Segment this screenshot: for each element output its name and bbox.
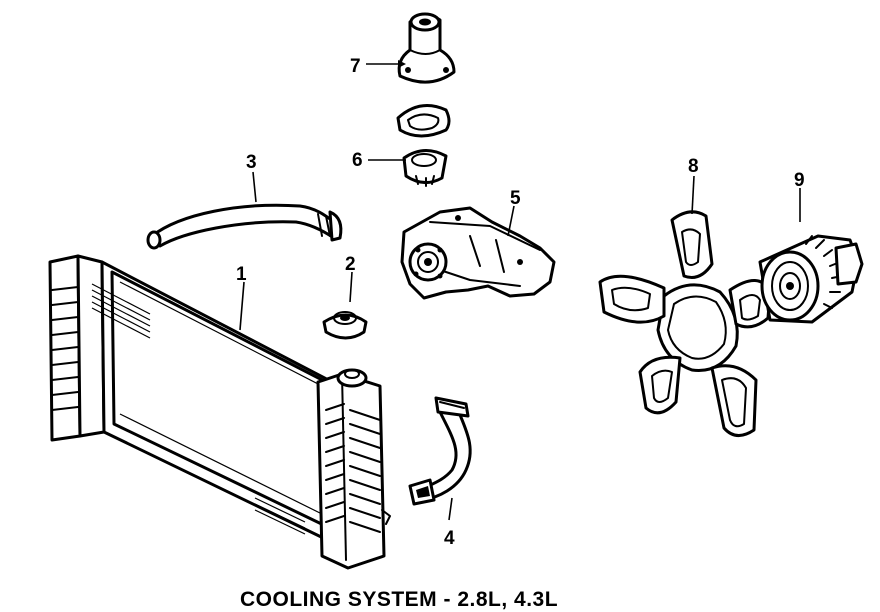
callout-4: 4 bbox=[444, 528, 455, 549]
lower-hose-icon bbox=[408, 396, 472, 506]
diagram-title: COOLING SYSTEM - 2.8L, 4.3L bbox=[240, 588, 558, 611]
leader-lines bbox=[239, 60, 801, 521]
callout-9: 9 bbox=[794, 170, 805, 191]
callout-8: 8 bbox=[688, 156, 699, 177]
fan-clutch-icon bbox=[758, 234, 864, 324]
callout-1: 1 bbox=[236, 264, 247, 285]
callout-3: 3 bbox=[246, 152, 257, 173]
upper-hose-icon bbox=[146, 203, 343, 250]
thermostat-icon bbox=[396, 104, 451, 187]
thermostat-housing-icon bbox=[397, 12, 456, 84]
callout-6: 6 bbox=[352, 150, 363, 171]
radiator-icon bbox=[48, 254, 391, 570]
callout-7: 7 bbox=[350, 56, 361, 77]
water-pump-icon bbox=[400, 206, 556, 300]
callout-5: 5 bbox=[510, 188, 521, 209]
callout-2: 2 bbox=[345, 254, 356, 275]
fan-blade-icon bbox=[598, 210, 772, 437]
radiator-cap-icon bbox=[322, 311, 368, 340]
